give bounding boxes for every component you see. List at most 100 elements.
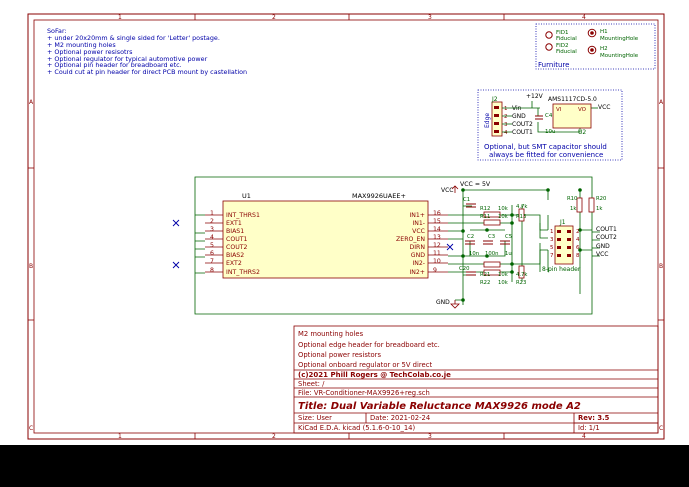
j2-pin-number: 2 <box>504 114 508 120</box>
j2-ref: J2 <box>491 96 498 103</box>
j2-pin-icon <box>494 122 499 125</box>
u1-pin-bias1: BIAS1 <box>226 228 244 235</box>
furniture-block: FID1 Fiducial FID2 Fiducial H1 MountingH… <box>535 23 656 70</box>
u1-pin-num-16: 16 <box>433 210 441 217</box>
fid2-value: Fiducial <box>556 49 577 55</box>
u2-vo: VO <box>578 107 587 113</box>
regulator-note-line: always be fitted for convenience <box>489 151 603 159</box>
rev-field: Rev: 3.5 <box>578 414 610 422</box>
schematic-canvas: 1 2 3 4 1 2 3 4 A B C A B C SoFar: + und… <box>27 13 665 440</box>
u1-pin-gnd: GND <box>411 252 425 259</box>
u1-part: MAX9926UAEE+ <box>352 192 406 200</box>
net-cout1: COUT1 <box>596 226 617 233</box>
c5-value: 1u <box>505 251 512 257</box>
date-field: Date: 2021-02-24 <box>370 414 430 422</box>
j1-pin-num-6: 6 <box>576 245 580 251</box>
u1-pin-cout2: COUT2 <box>226 244 247 251</box>
r21-value: 10k <box>498 272 509 278</box>
row-label-c-left: C <box>29 425 33 432</box>
u1-pin-num-14: 14 <box>433 226 441 233</box>
j1-pin-num-3: 3 <box>550 237 554 243</box>
row-label-b-left: B <box>29 263 33 270</box>
mounting-hole-icon <box>587 45 597 55</box>
col-label-2-top: 2 <box>272 14 276 21</box>
row-label-c-right: C <box>659 425 663 432</box>
u1-pin-num-12: 12 <box>433 242 441 249</box>
vcc-power-arrow-icon <box>451 185 459 193</box>
c2-ref: C2 <box>467 234 474 240</box>
j1-ref: J1 <box>559 219 566 226</box>
regulator-block: Edge J2 1 2 3 4 Vin GND COUT2 COUT1 +12V… <box>477 89 623 161</box>
c3-ref: C3 <box>488 234 495 240</box>
r23-value: 4.7k <box>516 272 528 278</box>
r23-ref: R23 <box>516 280 526 286</box>
c2-value: 10n <box>469 251 479 257</box>
r13-value: 4.7k <box>516 204 528 210</box>
frame-ticks <box>28 14 664 439</box>
u1-pin-num-8: 8 <box>210 267 214 274</box>
u1-pin-num-7: 7 <box>210 258 214 265</box>
regulator-box <box>477 89 623 161</box>
regulator-note-line: Optional, but SMT capacitor should <box>484 143 607 151</box>
u2-body <box>552 103 592 129</box>
note2-line: Optional edge header for breadboard etc. <box>298 341 440 349</box>
u1-ref: U1 <box>242 192 251 200</box>
col-label-4-top: 4 <box>582 14 586 21</box>
edge-label: Edge <box>484 113 491 128</box>
row-label-b-right: B <box>659 263 663 270</box>
u2-vi: VI <box>556 107 562 113</box>
u1-pin-in1-plus: IN1+ <box>409 212 425 219</box>
j2-net-cout2: COUT2 <box>512 121 533 128</box>
u1-pin-vcc: VCC <box>412 228 425 235</box>
h2-value: MountingHole <box>600 53 639 59</box>
j1-label: 8-pin header <box>542 266 581 273</box>
c20-ref: C20 <box>459 266 470 272</box>
u1-pin-dirn: DIRN <box>409 244 425 251</box>
j2-pin-number: 3 <box>504 122 508 128</box>
net-vcc: VCC <box>596 251 608 258</box>
j2-net-vin: Vin <box>512 105 522 112</box>
j1-pin-num-8: 8 <box>576 253 580 259</box>
j1-pin-num-4: 4 <box>576 237 580 243</box>
h1-value: MountingHole <box>600 36 639 42</box>
wire-loop <box>194 176 593 315</box>
col-label-4-bottom: 4 <box>582 433 586 440</box>
j2-pin-number: 4 <box>504 130 508 136</box>
junction-dots <box>461 188 582 302</box>
j2-pin-icon <box>494 114 499 117</box>
regulator-part: AMS1117CD-5.0 <box>548 96 597 103</box>
fid2-ref: FID2 <box>556 43 569 49</box>
note-line: + M2 mounting holes <box>47 41 116 49</box>
vcc-net-label: VCC = 5V <box>460 181 491 188</box>
title-block <box>293 325 659 434</box>
j1-pin-num-2: 2 <box>576 229 580 235</box>
col-label-2-bottom: 2 <box>272 433 276 440</box>
col-label-1-bottom: 1 <box>118 433 122 440</box>
j1-pin-icons <box>557 230 571 257</box>
r22-value: 10k <box>498 280 509 286</box>
u1-body <box>222 200 429 279</box>
note-line: + under 20x20mm & single sided for 'Lett… <box>47 34 220 42</box>
c1-capacitor-icon <box>466 203 476 208</box>
c5-capacitor-icon <box>500 240 510 245</box>
note2-line: Optional power resistors <box>298 351 381 359</box>
u1-pin-num-6: 6 <box>210 250 214 257</box>
sheet-name: Sheet: / <box>298 380 325 388</box>
c1-ref: C1 <box>463 197 470 203</box>
file-name: File: VR-Conditioner-MAX9926+reg.sch <box>298 389 430 397</box>
r12-value: 10k <box>498 206 509 212</box>
j1-pin-num-1: 1 <box>550 229 554 235</box>
schematic-sheet: 1 2 3 4 1 2 3 4 A B C A B C SoFar: + und… <box>0 0 689 445</box>
furniture-title: Furniture <box>538 61 569 69</box>
r12-ref: R12 <box>480 206 490 212</box>
notes-block: SoFar: + under 20x20mm & single sided fo… <box>47 27 247 76</box>
j1-pin-num-5: 5 <box>550 245 554 251</box>
r12-resistor-icon <box>483 211 501 218</box>
u1-pin-ext1: EXT1 <box>226 220 242 227</box>
vcc-reg: VCC <box>598 104 610 111</box>
r10-resistor-icon <box>576 197 583 213</box>
fid1-ref: FID1 <box>556 30 569 36</box>
u2-ref: U2 <box>578 129 586 136</box>
u1-pin-int-thrs2: INT_THRS2 <box>226 269 260 276</box>
note2-line: Optional onboard regulator or 5V direct <box>298 361 432 369</box>
